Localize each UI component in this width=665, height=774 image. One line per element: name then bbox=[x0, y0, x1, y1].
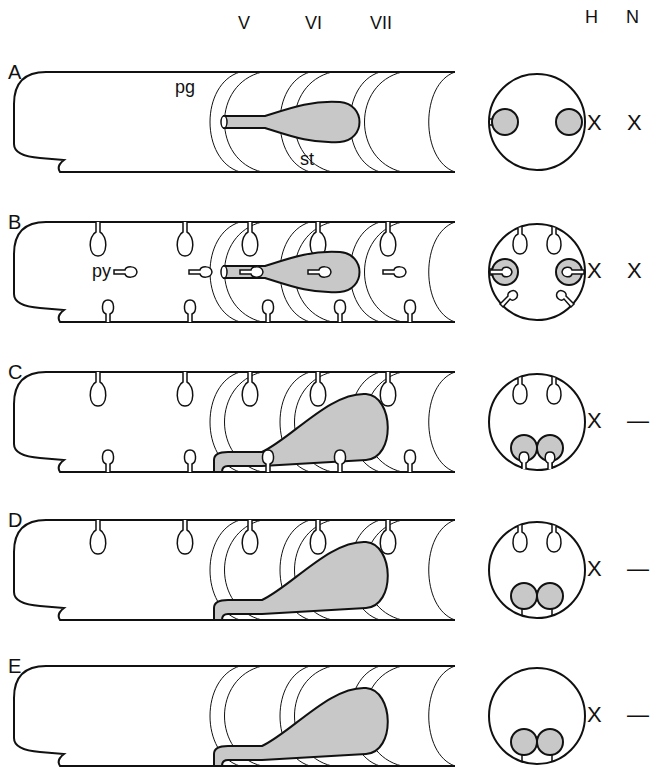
table-mark: X bbox=[587, 260, 602, 282]
segment-number: VI bbox=[305, 14, 322, 32]
table-mark: — bbox=[627, 410, 649, 432]
panel-letter: C bbox=[8, 362, 22, 382]
panel-letter: B bbox=[8, 212, 21, 232]
segment-number: V bbox=[238, 14, 250, 32]
row-d bbox=[14, 520, 585, 620]
column-heading: N bbox=[626, 8, 639, 26]
part-label: st bbox=[300, 150, 314, 168]
segment-number: VII bbox=[370, 14, 392, 32]
table-mark: X bbox=[587, 410, 602, 432]
table-mark: — bbox=[627, 704, 649, 726]
row-a bbox=[14, 72, 585, 172]
table-mark: X bbox=[587, 558, 602, 580]
table-mark: X bbox=[627, 112, 642, 134]
panel-letter: E bbox=[8, 656, 21, 676]
row-b bbox=[14, 222, 585, 322]
table-mark: X bbox=[627, 260, 642, 282]
part-label: pg bbox=[175, 78, 195, 96]
part-label: py bbox=[92, 262, 111, 280]
panel-letter: D bbox=[8, 510, 22, 530]
table-mark: X bbox=[587, 704, 602, 726]
table-mark: X bbox=[587, 112, 602, 134]
table-mark: — bbox=[627, 558, 649, 580]
column-heading: H bbox=[585, 8, 598, 26]
panel-letter: A bbox=[8, 62, 21, 82]
row-e bbox=[14, 666, 585, 766]
row-c bbox=[14, 372, 585, 472]
